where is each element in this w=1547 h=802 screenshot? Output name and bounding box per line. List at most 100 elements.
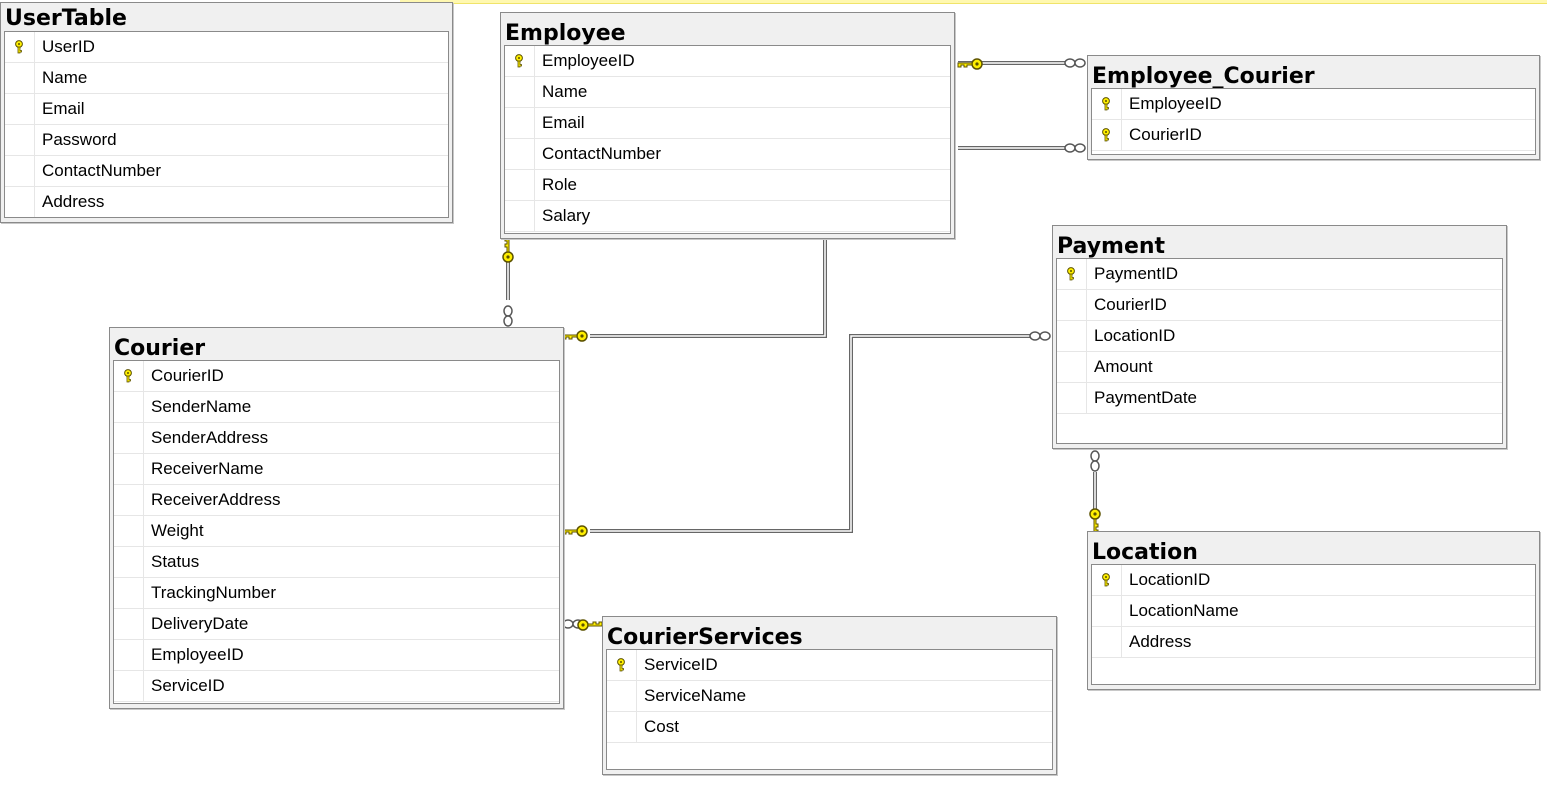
column-row[interactable]: EmployeeID	[1092, 89, 1535, 120]
column-row[interactable]: LocationName	[1092, 596, 1535, 627]
row-selector[interactable]	[5, 63, 35, 93]
column-name: PaymentDate	[1094, 388, 1197, 407]
row-selector[interactable]	[1092, 627, 1122, 657]
column-row[interactable]: ServiceID	[607, 650, 1052, 681]
relationship-employee-courier-1[interactable]	[957, 58, 1086, 70]
row-selector[interactable]	[5, 125, 35, 155]
column-row[interactable]: Address	[5, 187, 448, 217]
column-name: ReceiverAddress	[151, 490, 281, 509]
row-selector[interactable]	[5, 187, 35, 217]
row-selector[interactable]	[114, 361, 144, 391]
column-row[interactable]: Salary	[505, 201, 950, 232]
column-row[interactable]: Role	[505, 170, 950, 201]
column-row[interactable]: TrackingNumber	[114, 578, 559, 609]
column-row[interactable]: Email	[5, 94, 448, 125]
column-row[interactable]: ContactNumber	[5, 156, 448, 187]
row-selector[interactable]	[607, 650, 637, 680]
column-row[interactable]: Email	[505, 108, 950, 139]
column-row[interactable]: EmployeeID	[114, 640, 559, 671]
column-row[interactable]: LocationID	[1057, 321, 1502, 352]
column-row[interactable]: Cost	[607, 712, 1052, 743]
row-selector[interactable]	[607, 681, 637, 711]
column-row[interactable]: PaymentID	[1057, 259, 1502, 290]
row-selector[interactable]	[5, 156, 35, 186]
column-name: SenderAddress	[151, 428, 269, 447]
column-row[interactable]: LocationID	[1092, 565, 1535, 596]
row-selector[interactable]	[114, 671, 144, 701]
column-row[interactable]: UserID	[5, 32, 448, 63]
column-name: Weight	[151, 521, 204, 540]
row-selector[interactable]	[505, 170, 535, 200]
one-key-icon	[1089, 508, 1101, 534]
column-row[interactable]: SenderAddress	[114, 423, 559, 454]
column-row[interactable]: DeliveryDate	[114, 609, 559, 640]
row-selector[interactable]	[505, 139, 535, 169]
row-selector[interactable]	[1092, 120, 1122, 150]
column-row[interactable]: PaymentDate	[1057, 383, 1502, 414]
row-selector[interactable]	[114, 516, 144, 546]
column-row[interactable]: Name	[5, 63, 448, 94]
column-row[interactable]: ServiceName	[607, 681, 1052, 712]
row-selector[interactable]	[1057, 383, 1087, 413]
relationship-employee-courier-vertical[interactable]	[502, 237, 514, 327]
row-selector[interactable]	[1057, 290, 1087, 320]
many-infinity-icon	[503, 305, 513, 327]
row-selector[interactable]	[1092, 565, 1122, 595]
column-row[interactable]: Address	[1092, 627, 1535, 658]
column-name: ServiceName	[644, 686, 747, 705]
row-selector[interactable]	[114, 485, 144, 515]
column-name: TrackingNumber	[151, 583, 277, 602]
row-selector[interactable]	[114, 609, 144, 639]
column-row[interactable]: Name	[505, 77, 950, 108]
row-selector[interactable]	[114, 392, 144, 422]
row-selector[interactable]	[1057, 321, 1087, 351]
row-selector[interactable]	[505, 108, 535, 138]
relationship-courierservices-courier[interactable]	[562, 619, 603, 631]
row-selector[interactable]	[1092, 596, 1122, 626]
column-row[interactable]: EmployeeID	[505, 46, 950, 77]
row-selector[interactable]	[114, 640, 144, 670]
row-selector[interactable]	[505, 77, 535, 107]
relationship-location-payment[interactable]	[1089, 450, 1101, 534]
row-selector[interactable]	[1057, 259, 1087, 289]
row-selector[interactable]	[114, 547, 144, 577]
row-selector[interactable]	[5, 94, 35, 124]
column-row[interactable]: ServiceID	[114, 671, 559, 702]
row-selector[interactable]	[114, 454, 144, 484]
row-selector[interactable]	[114, 423, 144, 453]
column-row[interactable]: CourierID	[1057, 290, 1502, 321]
column-row[interactable]: Amount	[1057, 352, 1502, 383]
column-row[interactable]: ReceiverAddress	[114, 485, 559, 516]
column-row[interactable]: CourierID	[1092, 120, 1535, 151]
row-selector[interactable]	[1092, 89, 1122, 119]
column-name: ReceiverName	[151, 459, 264, 478]
row-selector[interactable]	[505, 201, 535, 231]
row-selector[interactable]	[1057, 352, 1087, 382]
table-title: CourierServices	[607, 625, 803, 650]
primary-key-icon	[124, 369, 132, 383]
row-selector[interactable]	[505, 46, 535, 76]
row-selector[interactable]	[607, 712, 637, 742]
row-selector[interactable]	[114, 578, 144, 608]
column-row[interactable]: ReceiverName	[114, 454, 559, 485]
column-row[interactable]: ContactNumber	[505, 139, 950, 170]
column-row[interactable]: CourierID	[114, 361, 559, 392]
relationship-employee-courier-bend[interactable]	[562, 238, 827, 342]
column-row[interactable]: Password	[5, 125, 448, 156]
column-name: CourierID	[1129, 125, 1202, 144]
column-row[interactable]: Weight	[114, 516, 559, 547]
column-row[interactable]: SenderName	[114, 392, 559, 423]
column-row[interactable]: Status	[114, 547, 559, 578]
relationship-courier-payment[interactable]	[562, 331, 1051, 537]
relationship-employee-courier-2[interactable]	[958, 143, 1086, 153]
row-selector[interactable]	[5, 32, 35, 62]
